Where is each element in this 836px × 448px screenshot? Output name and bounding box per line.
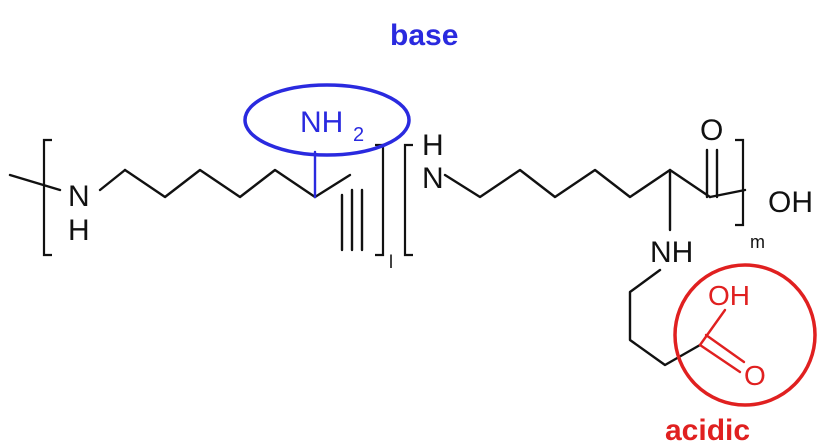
atom-acid-o: O xyxy=(744,360,766,391)
left-unit-bonds xyxy=(8,168,364,252)
subscript-m: m xyxy=(750,232,765,252)
label-acidic: acidic xyxy=(665,414,750,447)
atom-oh-terminal: OH xyxy=(768,186,813,219)
base-highlight-ellipse xyxy=(243,83,411,157)
acidic-highlight-circle xyxy=(673,263,817,407)
label-base: base xyxy=(390,19,458,52)
atom-n-left: N xyxy=(68,180,90,213)
bracket-l-close xyxy=(375,143,385,257)
atom-nh-side: NH xyxy=(650,236,693,269)
bracket-left-open xyxy=(42,138,52,257)
atom-acid-oh: OH xyxy=(708,280,750,311)
atom-carbonyl-o: O xyxy=(700,114,723,147)
atom-nh2-sub: 2 xyxy=(353,124,364,146)
atom-n-mid: N xyxy=(422,162,444,195)
atom-h-left: H xyxy=(68,214,90,247)
bracket-m-open xyxy=(403,143,413,257)
bond-side-chain xyxy=(628,268,702,367)
atom-h-mid: H xyxy=(422,129,444,162)
subscript-l: l xyxy=(389,252,393,272)
acid-group-bonds xyxy=(698,308,746,374)
atom-nh2: NH xyxy=(300,106,343,139)
right-unit-bonds xyxy=(443,148,747,232)
bracket-m-close xyxy=(735,138,745,227)
